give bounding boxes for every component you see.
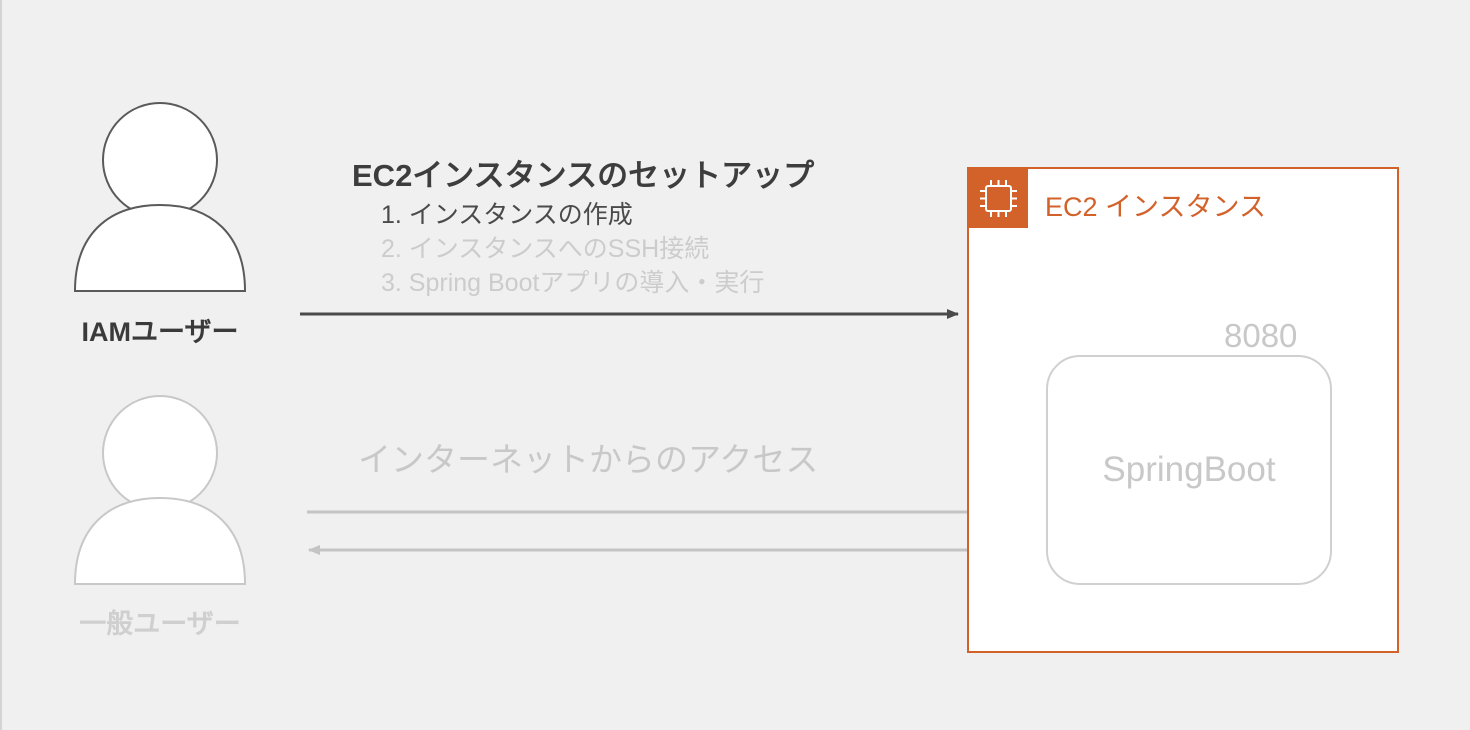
ec2-instance-box: EC2 インスタンス 8080 SpringBoot	[967, 167, 1399, 653]
iam-user-label: IAMユーザー	[81, 317, 239, 347]
setup-title: EC2インスタンスのセットアップ	[352, 158, 815, 193]
setup-step-1: 1. インスタンスの作成	[381, 201, 633, 229]
port-label: 8080	[1224, 317, 1298, 354]
public-user-label: 一般ユーザー	[79, 609, 241, 639]
chip-icon	[969, 169, 1028, 228]
setup-step-3: 3. Spring Bootアプリの導入・実行	[381, 269, 765, 297]
setup-step-2: 2. インスタンスへのSSH接続	[381, 235, 710, 263]
public-user-icon	[73, 395, 247, 585]
iam-user-icon	[73, 102, 247, 292]
springboot-label: SpringBoot	[1102, 450, 1276, 489]
frame-edge	[0, 0, 2, 730]
internet-access-label: インターネットからのアクセス	[358, 441, 819, 478]
springboot-app-box: SpringBoot	[1046, 355, 1332, 585]
ec2-title: EC2 インスタンス	[1045, 192, 1266, 222]
